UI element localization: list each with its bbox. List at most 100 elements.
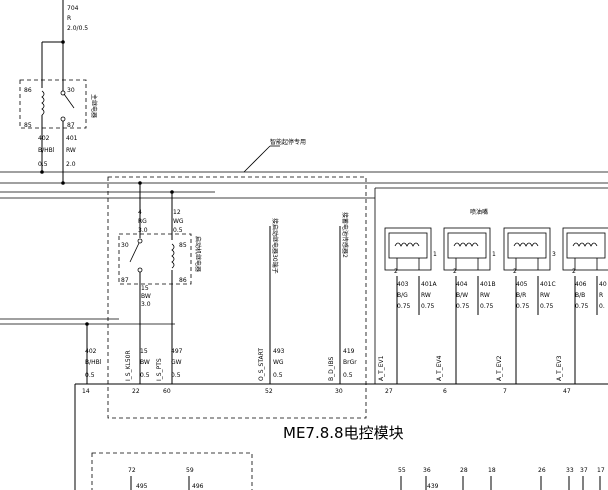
injector-pin-left: 2 [394, 268, 398, 275]
injector-pin-left: 2 [513, 268, 517, 275]
module-title: ME7.8.8电控模块 [283, 424, 404, 442]
main-relay-pin-87: 87 [67, 122, 75, 129]
bottom-pin-1: 72 [128, 467, 136, 490]
injector-wire-b-id: 40 [599, 281, 607, 288]
ecu-wire-signal: I_S_PTS [156, 358, 163, 381]
ecu-wire-color: BrGr [343, 359, 357, 366]
bottom-wire-id: 439 [427, 483, 439, 490]
starter-relay-label: 启动机继电器 [194, 236, 202, 272]
injector-wire-b-size: 0.75 [421, 303, 435, 310]
sense-label-1: 接启动继电器30端子 [271, 218, 279, 274]
injector-pin-left: 2 [572, 268, 576, 275]
main-relay: 86 30 85 87 主继电器 402 B/HBl 0.5 401 RW 2.… [19, 42, 98, 185]
bottom-wire-id: 496 [192, 483, 204, 490]
ecu-wire-color: GW [171, 359, 182, 366]
starter-top-wire1-size: 3.0 [138, 227, 148, 234]
injector-wire-b-color: RW [480, 292, 490, 299]
starter-relay: 4 RG 3.0 12 WG 0.5 30 85 87 86 启动机继电器 15… [118, 181, 202, 384]
bottom-pin-5: 28 [460, 467, 468, 490]
main-relay-pin-30: 30 [67, 87, 75, 94]
injector-list: 21403B/G0.75401ARW0.7521404B/W0.75401BRW… [384, 227, 608, 384]
bottom-pin-9: 37 [580, 467, 588, 490]
injector-pin-right: 1 [433, 251, 437, 258]
starter-relay-pin-87: 87 [121, 277, 129, 284]
ecu-pin-number: 60 [163, 388, 171, 395]
main-relay-pin-86: 86 [24, 87, 32, 94]
ecu-wire-signal: I_S_KL50R [125, 350, 132, 381]
ecu-wire-size: 0.5 [85, 372, 95, 379]
ecu-wire-id: 497 [171, 348, 183, 355]
ecu-wire-signal: A_T_EV4 [436, 355, 443, 381]
ecu-pin-number: 14 [82, 388, 90, 395]
starter-relay-pin-86: 86 [179, 277, 187, 284]
ecu-wire-signal: A_T_EV1 [378, 355, 385, 381]
bottom-pin-4: 36 [423, 467, 431, 490]
top-wire-color: R [67, 15, 71, 22]
starter-bottom-wire-id: 15 [141, 285, 149, 292]
bottom-connector [91, 452, 253, 490]
sense-wires: 接启动继电器30端子 接蓄电池传感器2 [269, 212, 349, 384]
ecu-wire-signal: A_T_EV2 [496, 355, 503, 381]
bottom-pin-number: 37 [580, 467, 588, 474]
injector-wire-b-color: RW [421, 292, 431, 299]
bottom-pin-2: 59 [186, 467, 194, 490]
ecu-wire-id: 493 [273, 348, 285, 355]
bottom-pin-3: 55 [398, 467, 406, 490]
starter-relay-pin-30: 30 [121, 242, 129, 249]
injector-wire-b-size: 0. [599, 303, 605, 310]
injector-wire-a-color: B/W [456, 292, 468, 299]
ecu-pin-number: 22 [132, 388, 140, 395]
ecu-wire-id: 15 [140, 348, 148, 355]
injector-wire-a-size: 0.75 [516, 303, 530, 310]
injector-coil-frame [388, 232, 428, 259]
injector-coil [453, 242, 479, 247]
injector-wire-a-size: 0.75 [575, 303, 589, 310]
injector-pin-right: 1 [492, 251, 496, 258]
main-relay-wire1-id: 402 [38, 135, 50, 142]
injector-wire-b-id: 401B [480, 281, 496, 288]
injector-wire-a-id: 404 [456, 281, 468, 288]
ecu-wire-size: 0.5 [140, 372, 150, 379]
injector-wire-a-id: 403 [397, 281, 409, 288]
starter-relay-pin-85: 85 [179, 242, 187, 249]
ecu-wire-junction [85, 322, 89, 326]
main-relay-wire2-color: RW [66, 147, 76, 154]
bottom-pin-number: 17 [597, 467, 605, 474]
ecu-wire-signal: B_D_IBS [328, 356, 335, 381]
bottom-pin-number: 36 [423, 467, 431, 474]
injector-wire-b-color: RW [540, 292, 550, 299]
ecu-wire-id: 419 [343, 348, 355, 355]
ecu-wire-signal: A_T_EV3 [556, 355, 563, 381]
injector-wire-a-size: 0.75 [456, 303, 470, 310]
ecu-module: ME7.8.8电控模块 [74, 383, 608, 490]
main-relay-wire2-id: 401 [66, 135, 78, 142]
top-supply-wire: 704 R 2.0/0.5 [42, 0, 88, 44]
bottom-pin-number: 33 [566, 467, 574, 474]
sense-label-2: 接蓄电池传感器2 [341, 212, 349, 258]
main-relay-label: 主继电器 [90, 94, 98, 118]
ecu-wire-size: 0.5 [343, 372, 353, 379]
ecu-wire-color: BW [140, 359, 150, 366]
ecu-pin-number: 47 [563, 388, 571, 395]
injector-wire-b-size: 0.75 [540, 303, 554, 310]
ecu-wire-color: WG [273, 359, 284, 366]
ecu-pin-number: 52 [265, 388, 273, 395]
starter-top-wire2-size: 0.5 [173, 227, 183, 234]
ecu-wire-signal: O_S_START [258, 348, 265, 381]
injector-coil-frame [447, 232, 487, 259]
starter-top-wire2-id: 12 [173, 209, 181, 216]
injector-coil [572, 242, 598, 247]
injector-wire-b-id: 401C [540, 281, 556, 288]
